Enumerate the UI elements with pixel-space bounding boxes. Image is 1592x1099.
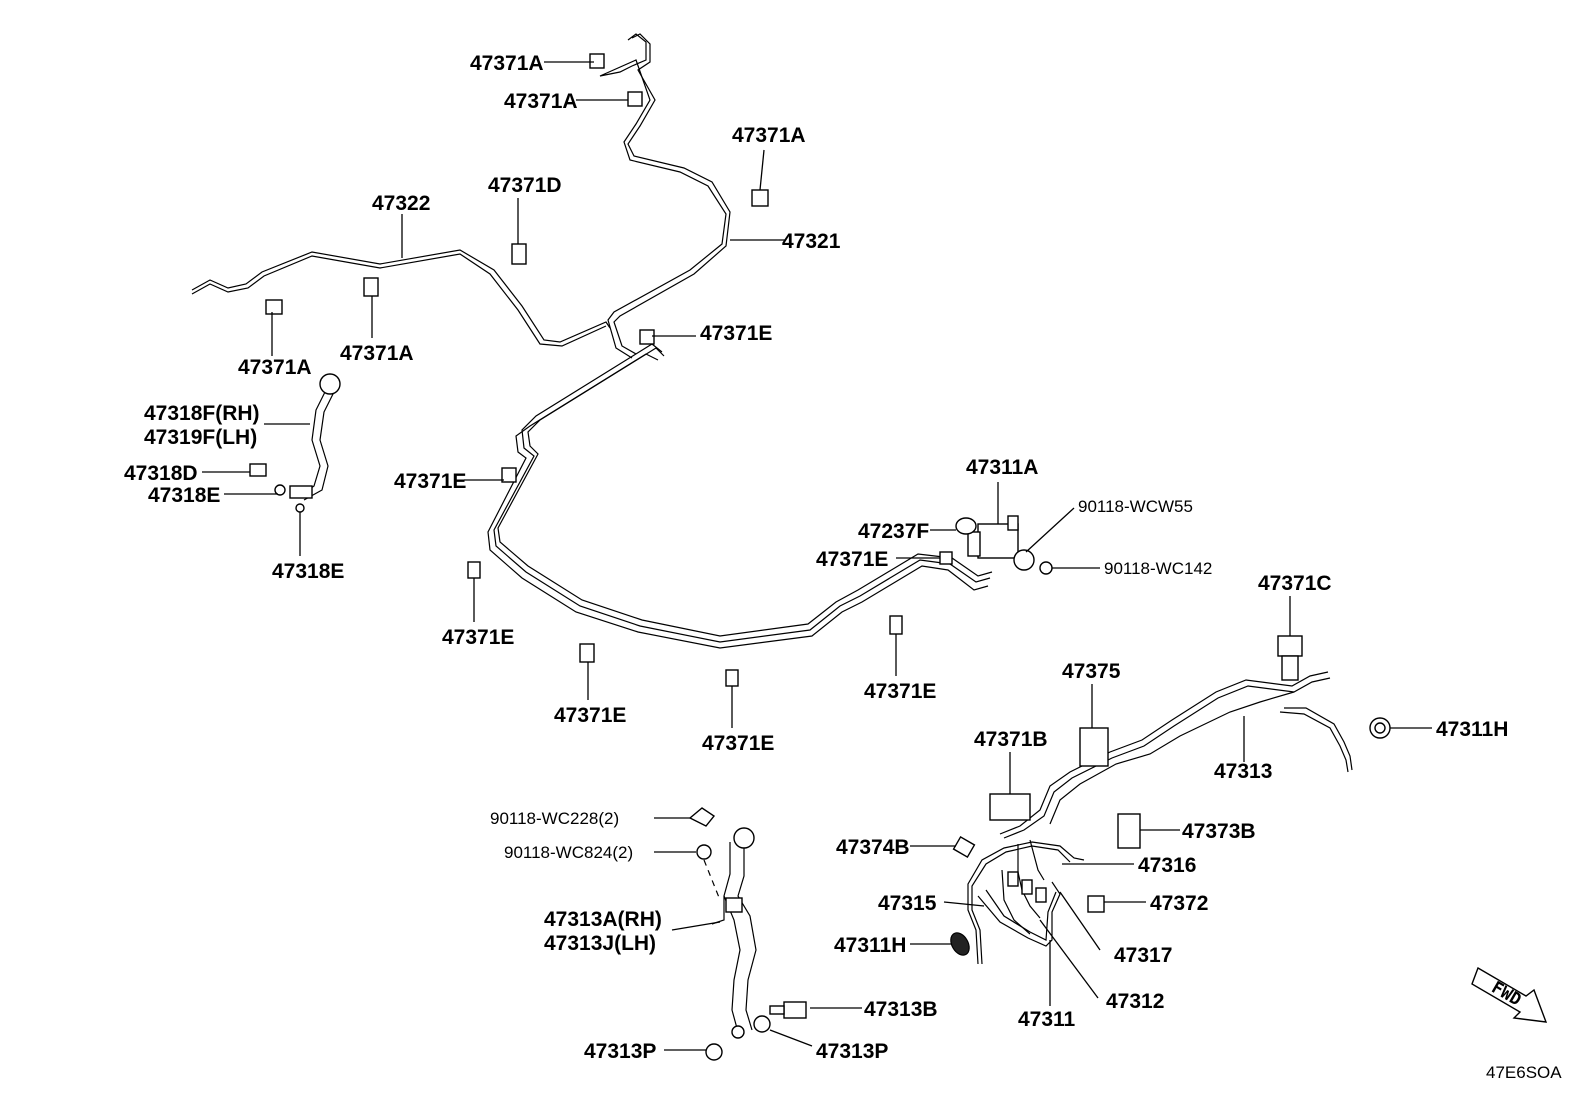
label-47313p-left: 47313P: [584, 1040, 656, 1063]
label-47313: 47313: [1214, 760, 1272, 783]
callout-labels: 47371A 47371A 47371A 47371D 47322 47321 …: [124, 52, 1508, 1063]
label-47311h-lower: 47311H: [834, 934, 906, 957]
label-47313b: 47313B: [864, 998, 938, 1021]
label-47371e-c: 47371E: [702, 732, 774, 755]
fwd-arrow-icon: FWD: [1471, 966, 1548, 1023]
label-47237f: 47237F: [858, 520, 929, 543]
label-47311: 47311: [1018, 1008, 1076, 1031]
brake-pipes: [191, 33, 1353, 1033]
label-47313j-lh: 47313J(LH): [544, 932, 656, 955]
label-47374b: 47374B: [836, 836, 910, 859]
label-47371e-a: 47371E: [442, 626, 514, 649]
label-47318f-rh: 47318F(RH): [144, 402, 260, 425]
label-47311h-right: 47311H: [1436, 718, 1508, 741]
leader-lines: [202, 61, 1432, 1051]
label-47371a-top: 47371A: [470, 52, 544, 75]
label-47318e-lower: 47318E: [272, 560, 344, 583]
label-47371c: 47371C: [1258, 572, 1332, 595]
label-47318d: 47318D: [124, 462, 198, 485]
label-90118-wc228: 90118-WC228(2): [490, 809, 619, 828]
label-47371e-left: 47371E: [394, 470, 466, 493]
label-47371a-right: 47371A: [732, 124, 806, 147]
label-47371e-b: 47371E: [554, 704, 626, 727]
label-90118-wc142: 90118-WC142: [1104, 559, 1212, 578]
label-47313p-right: 47313P: [816, 1040, 888, 1063]
label-47322: 47322: [372, 192, 430, 215]
label-47372: 47372: [1150, 892, 1208, 915]
label-90118-wc824: 90118-WC824(2): [504, 843, 633, 862]
label-47371e-e: 47371E: [816, 548, 888, 571]
label-47318e-upper: 47318E: [148, 484, 220, 507]
label-47313a-rh: 47313A(RH): [544, 908, 662, 931]
label-47371a-left: 47371A: [238, 356, 312, 379]
label-47312: 47312: [1106, 990, 1164, 1013]
label-47316: 47316: [1138, 854, 1196, 877]
diagram-code: 47E6SOA: [1486, 1063, 1562, 1082]
label-47371a-second: 47371A: [504, 90, 578, 113]
label-47317: 47317: [1114, 944, 1172, 967]
label-47371d: 47371D: [488, 174, 562, 197]
label-47311a: 47311A: [966, 456, 1038, 479]
label-47371e-d: 47371E: [864, 680, 936, 703]
label-47373b: 47373B: [1182, 820, 1256, 843]
label-47371a-mid: 47371A: [340, 342, 414, 365]
label-47371b: 47371B: [974, 728, 1048, 751]
label-90118-wcw55: 90118-WCW55: [1078, 497, 1193, 516]
label-47321: 47321: [782, 230, 841, 253]
label-47375: 47375: [1062, 660, 1121, 683]
label-47371e-upper: 47371E: [700, 322, 772, 345]
label-47315: 47315: [878, 892, 937, 915]
label-47319f-lh: 47319F(LH): [144, 426, 257, 449]
